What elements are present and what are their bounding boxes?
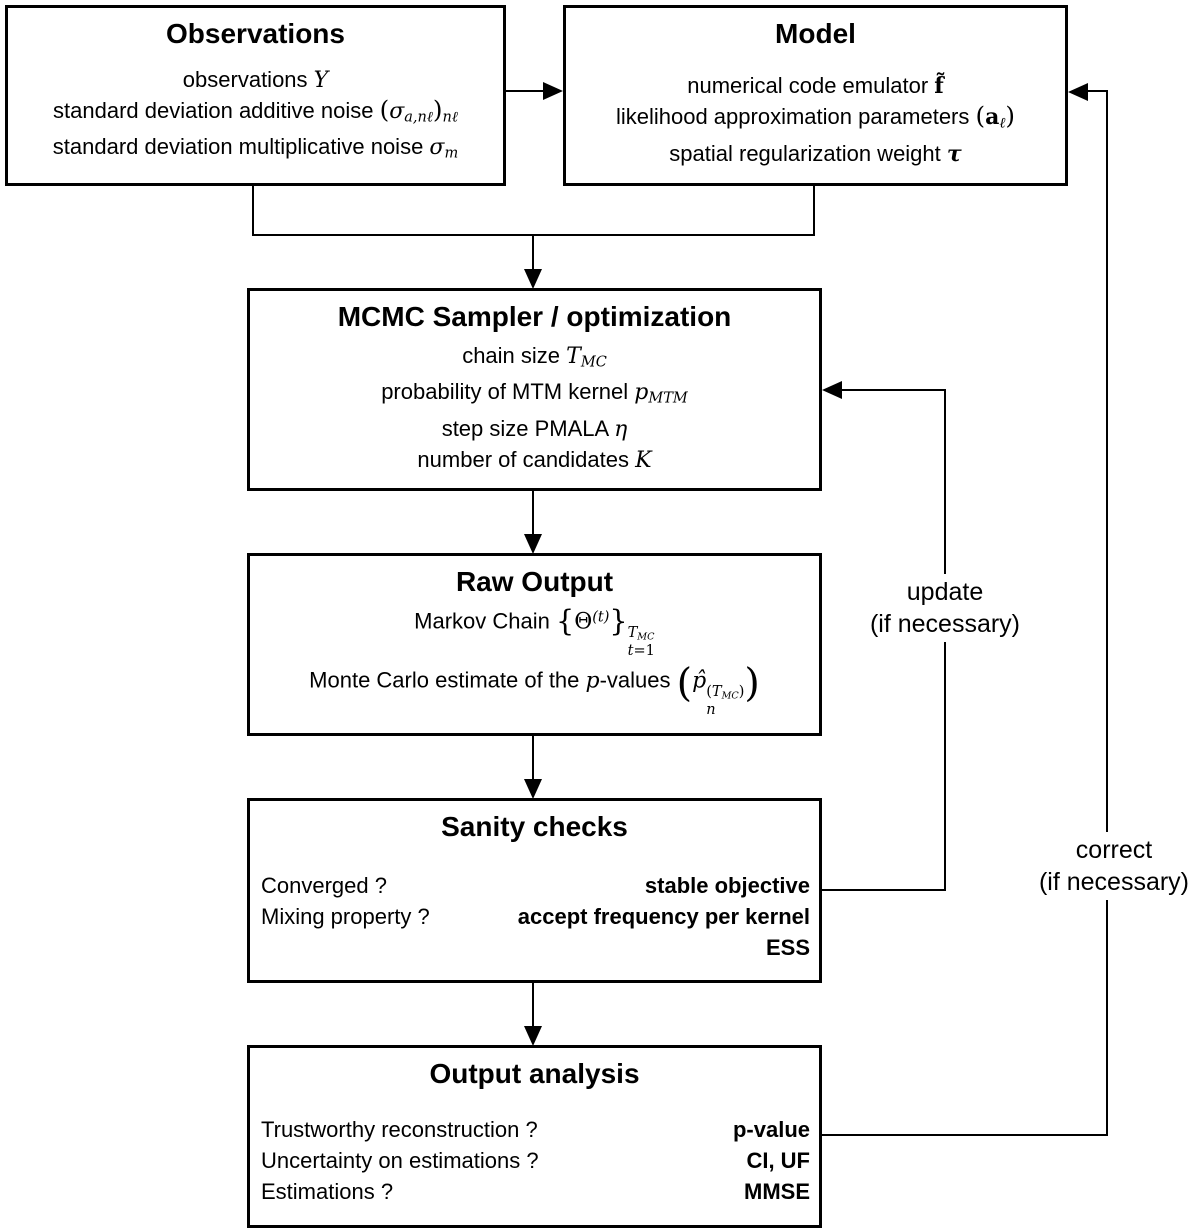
arrow-mcmc-to-raw-head-icon (524, 534, 542, 554)
arrow-update-to-mcmc-head-icon (822, 381, 842, 399)
observations-bottom-stub-line (252, 184, 254, 236)
arrow-mcmc-to-raw-line (532, 489, 534, 539)
output-analysis-box: Output analysis Trustworthy reconstructi… (247, 1045, 822, 1228)
sanity-row-converged: Converged ? stable objective (261, 870, 810, 901)
arrow-sanity-to-output-head-icon (524, 1026, 542, 1046)
update-loop-bottom-line (822, 889, 946, 891)
sanity-checks-box: Sanity checks Converged ? stable objecti… (247, 798, 822, 983)
correct-label-line2: (if necessary) (1038, 868, 1190, 896)
sanity-checks-rows: Converged ? stable objective Mixing prop… (261, 870, 810, 963)
output-question-uncertainty: Uncertainty on estimations ? (261, 1148, 539, 1173)
model-parameters: numerical code emulator f̃likelihood app… (615, 73, 1016, 167)
sanity-question-mixing: Mixing property ? (261, 904, 430, 929)
arrow-raw-to-sanity-line (532, 734, 534, 784)
output-answer-pvalue: p-value (732, 1117, 810, 1142)
arrow-merge-to-mcmc-head-icon (524, 269, 542, 289)
arrow-observations-to-model-line (506, 90, 546, 92)
output-question-trustworthy: Trustworthy reconstruction ? (261, 1117, 538, 1142)
observations-title: Observations (166, 18, 345, 49)
output-row-uncertainty: Uncertainty on estimations ? CI, UF (261, 1145, 810, 1176)
output-analysis-rows: Trustworthy reconstruction ? p-value Unc… (261, 1114, 810, 1207)
mcmc-sampler-title: MCMC Sampler / optimization (337, 301, 732, 332)
arrow-raw-to-sanity-head-icon (524, 779, 542, 799)
output-analysis-title: Output analysis (429, 1058, 640, 1089)
sanity-checks-title: Sanity checks (441, 811, 628, 842)
update-label-line1: update (906, 578, 984, 606)
sanity-row-mixing: Mixing property ? accept frequency per k… (261, 901, 810, 932)
correct-label: correct (if necessary) (1026, 832, 1200, 900)
arrow-correct-to-model-head-icon (1068, 83, 1088, 101)
sanity-question-converged: Converged ? (261, 873, 387, 898)
output-answer-ci-uf: CI, UF (746, 1148, 810, 1173)
raw-output-title: Raw Output (455, 566, 614, 597)
sanity-answer-stable-objective: stable objective (644, 873, 810, 898)
correct-label-line1: correct (1075, 836, 1153, 864)
sanity-row-ess: ESS (261, 932, 810, 963)
sanity-answer-accept-frequency: accept frequency per kernel (517, 904, 810, 929)
arrow-merge-to-mcmc-line (532, 234, 534, 274)
correct-loop-bottom-line (822, 1134, 1108, 1136)
output-answer-mmse: MMSE (744, 1179, 810, 1204)
output-row-trustworthy: Trustworthy reconstruction ? p-value (261, 1114, 810, 1145)
update-label-line2: (if necessary) (869, 610, 1021, 638)
output-row-estimations: Estimations ? MMSE (261, 1176, 810, 1207)
sanity-answer-ess: ESS (765, 935, 810, 960)
correct-loop-top-line (1086, 90, 1108, 92)
model-bottom-stub-line (813, 184, 815, 236)
model-box: Model numerical code emulator f̃likeliho… (563, 5, 1068, 186)
update-loop-top-line (840, 389, 946, 391)
arrow-sanity-to-output-line (532, 981, 534, 1031)
arrow-observations-to-model-head-icon (543, 82, 563, 100)
mcmc-sampler-box: MCMC Sampler / optimization chain size T… (247, 288, 822, 491)
correct-loop-vertical-line (1106, 90, 1108, 1136)
update-label: update (if necessary) (845, 574, 1045, 642)
output-question-estimations: Estimations ? (261, 1179, 394, 1204)
model-title: Model (775, 18, 856, 49)
